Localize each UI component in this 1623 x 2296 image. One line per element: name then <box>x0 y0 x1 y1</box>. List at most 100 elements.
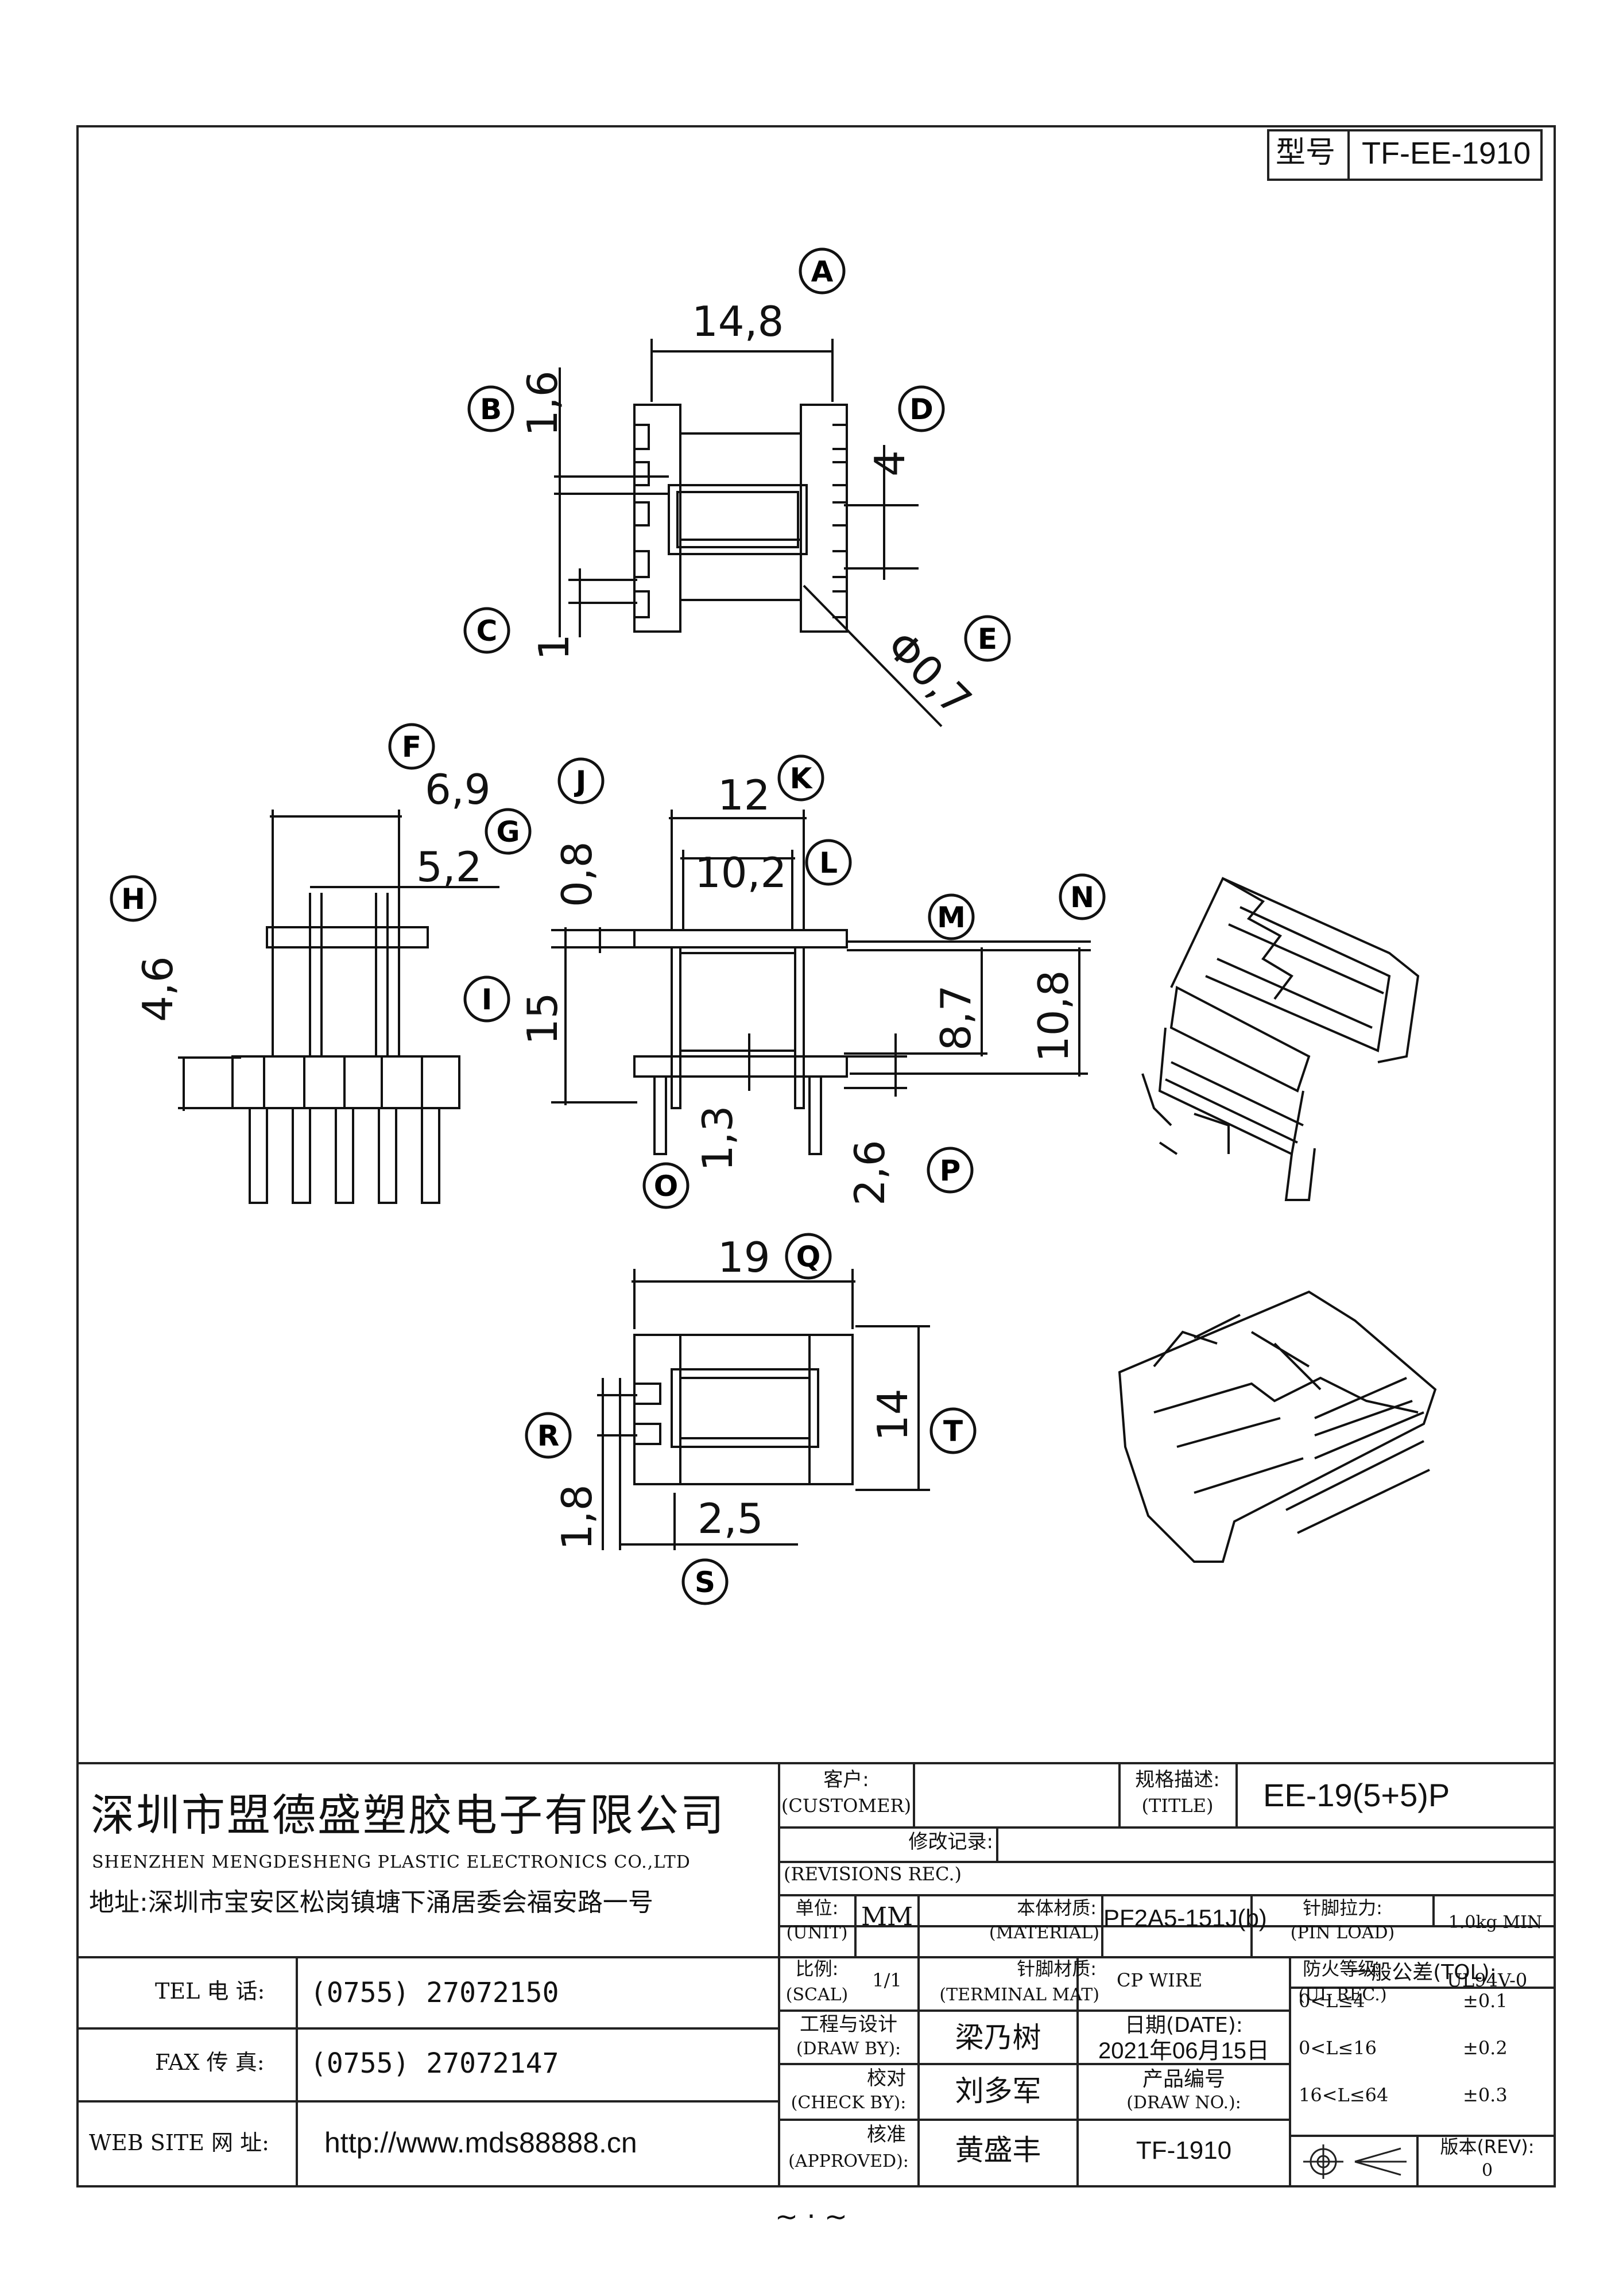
pin-load-label-en: (PIN LOAD) <box>1290 1923 1395 1943</box>
pin-load-label: 针脚拉力: <box>1303 1897 1382 1919</box>
callout-circle-h <box>110 875 157 922</box>
unit-value: MM <box>861 1902 913 1931</box>
title-value: EE-19(5+5)P <box>1263 1777 1450 1813</box>
dim-top-pin: 1 <box>530 634 578 660</box>
scale-label-en: (SCAL) <box>785 1985 849 2005</box>
scale-label: 比例: <box>795 1958 839 1980</box>
dim-front-j: 0,8 <box>553 841 601 907</box>
tol-value: ±0.3 <box>1463 2084 1508 2106</box>
draw-no: TF-1910 <box>1136 2136 1232 2165</box>
dim-bottom-t: 14 <box>869 1388 917 1441</box>
callout-label-p: P <box>940 1154 961 1187</box>
unit-label: 单位: <box>795 1897 839 1919</box>
fax-value: (0755) 27072147 <box>310 2047 559 2080</box>
drawno-label: 产品编号 <box>1142 2067 1225 2091</box>
callout-circle-f <box>388 723 435 770</box>
callout-label-f: F <box>402 730 421 764</box>
check-label: 校对 <box>867 2067 906 2090</box>
tel-value: (0755) 27072150 <box>310 1977 559 2009</box>
callout-circle-l <box>805 839 852 886</box>
callout-circle-e <box>964 615 1011 662</box>
terminal-value: CP WIRE <box>1117 1969 1203 1991</box>
scale-value: 1/1 <box>872 1969 902 1991</box>
date-label: 日期(DATE): <box>1125 2014 1243 2037</box>
callout-label-h: H <box>121 882 145 916</box>
callout-circle-n <box>1059 873 1106 920</box>
tel-label: TEL 电 话: <box>155 1978 265 2004</box>
revisions-label-en: (REVISIONS REC.) <box>784 1863 962 1885</box>
callout-label-e: E <box>978 622 997 656</box>
tol-range: 16<L≤64 <box>1299 2084 1389 2106</box>
rev-label: 版本(REV): <box>1440 2136 1535 2158</box>
draw-by: 梁乃树 <box>955 2021 1041 2054</box>
iso-view-bottom <box>1118 1290 1437 1563</box>
company-name-en: SHENZHEN MENGDESHENG PLASTIC ELECTRONICS… <box>92 1852 691 1872</box>
dim-front-k: 12 <box>718 771 770 819</box>
dim-top-pitch: 4 <box>866 450 914 477</box>
callout-circle-o <box>642 1162 690 1209</box>
callout-circle-t <box>929 1407 977 1454</box>
web-value: http://www.mds88888.cn <box>324 2127 637 2159</box>
callout-label-m: M <box>937 901 966 934</box>
callout-circle-i <box>463 975 510 1023</box>
callout-label-r: R <box>537 1419 560 1453</box>
approved-label: 核准 <box>867 2123 906 2146</box>
iso-view-top <box>1141 877 1420 1201</box>
date-value: 2021年06月15日 <box>1098 2038 1269 2063</box>
dim-front-height: 15 <box>518 992 567 1045</box>
dim-front-l: 10,2 <box>695 849 787 897</box>
pin-load-value: 1.0kg MIN <box>1448 1912 1543 1933</box>
dim-front-m: 8,7 <box>932 985 980 1051</box>
dim-top-pitch-small: 1,6 <box>518 370 567 436</box>
customer-label: 客户: <box>823 1768 869 1791</box>
callout-circle-a <box>799 247 846 295</box>
model-box <box>1267 129 1543 181</box>
fax-label: FAX 传 真: <box>155 2050 265 2075</box>
dim-side-f: 6,9 <box>425 765 491 814</box>
check-label-en: (CHECK BY): <box>791 2093 907 2113</box>
callout-circle-p <box>927 1147 974 1194</box>
revisions-label: 修改记录: <box>908 1830 993 1853</box>
callout-label-a: A <box>811 255 834 288</box>
callout-label-t: T <box>943 1415 963 1448</box>
side-view <box>178 810 499 1204</box>
web-label: WEB SITE 网 址: <box>89 2130 269 2155</box>
callout-label-j: J <box>574 765 587 798</box>
callout-label-o: O <box>654 1170 679 1203</box>
terminal-label: 针脚材质: <box>1017 1958 1097 1980</box>
terminal-label-en: (TERMINAL MAT) <box>939 1985 1099 2005</box>
ul-label-en: (UL REC.) <box>1298 1985 1387 2005</box>
company-address: 地址:深圳市宝安区松岗镇塘下涌居委会福安路一号 <box>89 1888 653 1917</box>
dim-front-p: 2,6 <box>846 1140 894 1206</box>
callout-circle-b <box>467 385 514 432</box>
draw-label: 工程与设计 <box>800 2013 897 2036</box>
customer-label-en: (CUSTOMER) <box>781 1795 912 1817</box>
tol-value: ±0.1 <box>1463 1990 1508 2012</box>
dim-side-g: 5,2 <box>416 843 482 891</box>
projection-symbol-icon <box>1303 2144 1407 2179</box>
callout-label-i: I <box>482 983 493 1016</box>
callout-label-k: K <box>790 762 814 795</box>
callout-circle-s <box>681 1558 729 1605</box>
dim-side-h: 4,6 <box>134 956 182 1022</box>
material-label: 本体材质: <box>1017 1897 1097 1919</box>
callout-circle-g <box>485 808 532 855</box>
approved-by: 黄盛丰 <box>955 2134 1041 2167</box>
dim-top-width: 14,8 <box>692 297 784 346</box>
bottom-view <box>597 1269 930 1550</box>
callout-label-b: B <box>480 393 502 426</box>
title-label: 规格描述: <box>1135 1768 1220 1791</box>
draw-label-en: (DRAW BY): <box>796 2039 901 2059</box>
ul-label: 防火等级: <box>1303 1958 1382 1980</box>
callout-label-d: D <box>909 393 933 426</box>
model-label: 型号 <box>1276 135 1336 170</box>
callout-label-s: S <box>695 1566 715 1599</box>
callout-circle-k <box>777 754 824 802</box>
material-label-en: (MATERIAL) <box>989 1923 1099 1943</box>
tol-label: 一般公差(TOL): <box>1350 1961 1497 1984</box>
callout-circle-m <box>928 893 975 940</box>
tol-range: 0<L≤4 <box>1299 1990 1365 2012</box>
approved-label-en: (APPROVED): <box>788 2151 909 2171</box>
unit-label-en: (UNIT) <box>786 1923 848 1943</box>
